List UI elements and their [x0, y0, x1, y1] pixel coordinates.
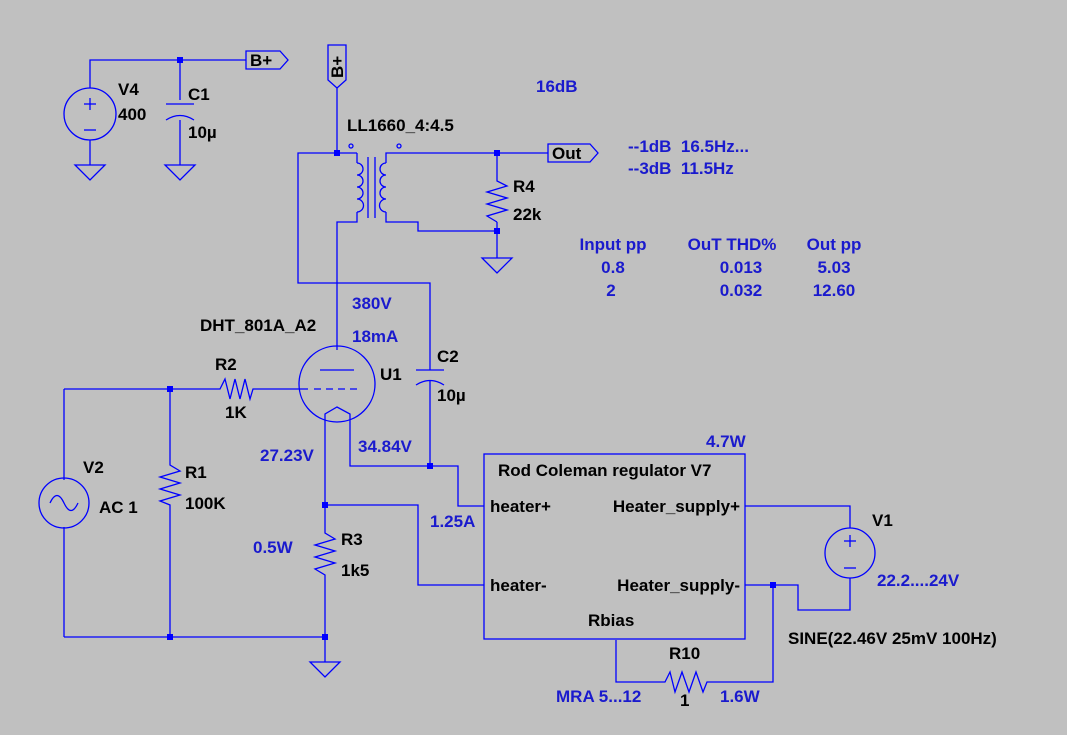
port-bplus-vertical-label: B+	[328, 56, 347, 78]
junction-dots	[167, 57, 776, 640]
ground-symbols	[73, 164, 514, 678]
r4-name: R4	[513, 177, 535, 196]
supply-range: 22.2....24V	[877, 571, 960, 590]
v1-source-symbol	[824, 527, 876, 579]
measurement-table: Input pp OuT THD% Out pp 0.8 0.013 5.03 …	[579, 235, 861, 300]
heater-current: 1.25A	[430, 512, 475, 531]
r3-power: 0.5W	[253, 538, 294, 557]
regulator-box	[483, 453, 746, 640]
r10-resistor-symbol	[660, 670, 712, 695]
transformer-symbol	[348, 143, 402, 218]
regulator-supply-minus: Heater_supply-	[617, 576, 740, 595]
v1-name: V1	[872, 511, 893, 530]
r2-name: R2	[215, 355, 237, 374]
v4-value: 400	[118, 105, 146, 124]
r1-resistor-symbol	[157, 460, 183, 510]
transformer-name: LL1660_4:4.5	[347, 116, 454, 135]
v2-name: V2	[83, 458, 104, 477]
tube-name: U1	[380, 365, 402, 384]
table-cell: 0.8	[601, 258, 625, 277]
port-bplus-vertical: B+	[327, 44, 347, 89]
c1-capacitor-symbol	[165, 103, 195, 121]
table-cell: 5.03	[817, 258, 850, 277]
bandwidth-3db: --3dB 11.5Hz	[628, 159, 734, 178]
r3-resistor-symbol	[312, 528, 338, 580]
table-cell: 0.032	[720, 281, 763, 300]
port-out: Out	[547, 143, 599, 163]
r1-value: 100K	[185, 494, 226, 513]
c1-value: 10µ	[188, 123, 217, 142]
r3-name: R3	[341, 530, 363, 549]
table-header-out: Out pp	[807, 235, 862, 254]
gain-annotation: 16dB	[536, 77, 578, 96]
regulator-title: Rod Coleman regulator V7	[498, 461, 711, 480]
port-bplus-top-label: B+	[250, 51, 272, 70]
regulator-heater-plus: heater+	[490, 497, 551, 516]
table-cell: 0.013	[720, 258, 763, 277]
r2-resistor-symbol	[215, 377, 258, 402]
port-out-label: Out	[552, 144, 582, 163]
regulator-rbias: Rbias	[588, 611, 634, 630]
table-header-thd: OuT THD%	[688, 235, 777, 254]
table-cell: 12.60	[813, 281, 856, 300]
r2-value: 1K	[225, 403, 247, 422]
r3-value: 1k5	[341, 561, 369, 580]
c1-name: C1	[188, 85, 210, 104]
v4-source-symbol	[63, 87, 117, 141]
regulator-supply-plus: Heater_supply+	[613, 497, 740, 516]
r10-power: 1.6W	[720, 687, 761, 706]
r10-value: 1	[680, 691, 689, 710]
c2-name: C2	[437, 347, 459, 366]
c2-value: 10µ	[437, 386, 466, 405]
anode-voltage: 380V	[352, 294, 392, 313]
regulator-power: 4.7W	[706, 432, 747, 451]
tube-model: DHT_801A_A2	[200, 316, 316, 335]
bandwidth-1db: --1dB 16.5Hz...	[628, 137, 749, 156]
v2-value: AC 1	[99, 498, 138, 517]
r10-name: R10	[669, 644, 700, 663]
filament-voltage: 34.84V	[358, 437, 413, 456]
anode-current: 18mA	[352, 327, 398, 346]
r4-resistor-symbol	[484, 175, 510, 223]
c2-capacitor-symbol	[415, 369, 445, 386]
cathode-voltage: 27.23V	[260, 446, 315, 465]
regulator-heater-minus: heater-	[490, 576, 547, 595]
wires	[63, 59, 851, 683]
v4-name: V4	[118, 80, 139, 99]
r4-value: 22k	[513, 205, 542, 224]
port-bplus-top: B+	[245, 50, 289, 70]
v1-value: SINE(22.46V 25mV 100Hz)	[788, 629, 997, 648]
table-header-input: Input pp	[579, 235, 646, 254]
table-cell: 2	[606, 281, 615, 300]
v2-source-symbol	[38, 477, 90, 529]
r1-name: R1	[185, 463, 207, 482]
tube-symbol	[298, 345, 376, 423]
r10-type: MRA 5...12	[556, 687, 641, 706]
